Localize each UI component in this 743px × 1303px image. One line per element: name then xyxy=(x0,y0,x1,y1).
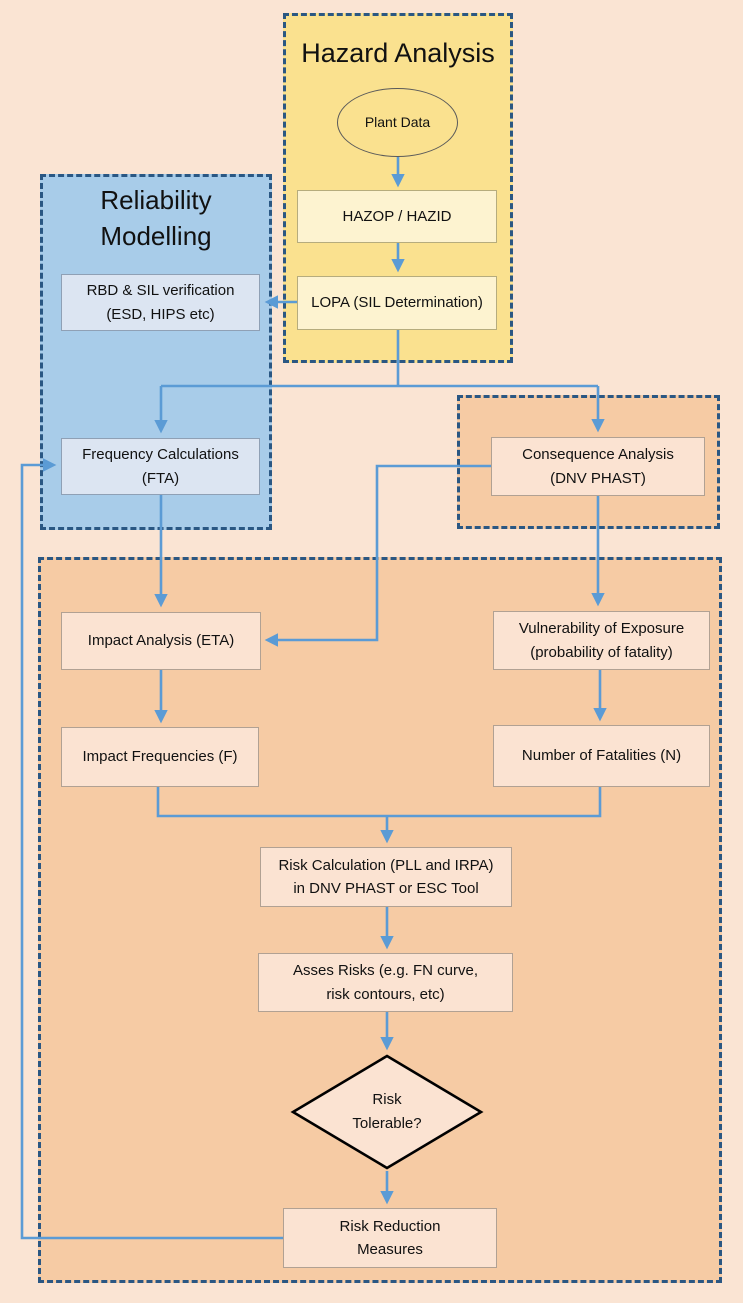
assess-risks-label-line1: Asses Risks (e.g. FN curve, xyxy=(292,962,479,980)
impact-frequencies-label: Impact Frequencies (F) xyxy=(82,748,238,766)
assess-risks-label-line2: risk contours, etc) xyxy=(326,985,445,1003)
node-impact-frequencies: Impact Frequencies (F) xyxy=(61,727,259,787)
vulnerability-label-line2: (probability of fatality) xyxy=(530,643,673,661)
node-risk-calculation: Risk Calculation (PLL and IRPA) in DNV P… xyxy=(260,847,512,907)
consequence-label-line1: Consequence Analysis xyxy=(522,446,674,464)
node-assess-risks: Asses Risks (e.g. FN curve, risk contour… xyxy=(258,953,513,1012)
node-lopa: LOPA (SIL Determination) xyxy=(297,276,497,330)
decision-diamond-shape xyxy=(290,1054,484,1170)
node-number-of-fatalities: Number of Fatalities (N) xyxy=(493,725,710,787)
frequency-label-line2: (FTA) xyxy=(141,469,180,487)
vulnerability-label-line1: Vulnerability of Exposure xyxy=(518,620,685,638)
reliability-title-line2: Modelling xyxy=(100,220,212,251)
node-frequency-calculations: Frequency Calculations (FTA) xyxy=(61,438,260,495)
consequence-label-line2: (DNV PHAST) xyxy=(550,469,646,487)
hazard-analysis-title: Hazard Analysis xyxy=(301,38,495,68)
node-impact-analysis: Impact Analysis (ETA) xyxy=(61,612,261,670)
fatalities-label: Number of Fatalities (N) xyxy=(521,747,682,765)
node-vulnerability-of-exposure: Vulnerability of Exposure (probability o… xyxy=(493,611,710,670)
decision-label: Risk Tolerable? xyxy=(290,1054,484,1170)
node-risk-reduction-measures: Risk Reduction Measures xyxy=(283,1208,497,1268)
node-plant-data: Plant Data xyxy=(337,88,458,157)
node-rbd-sil-verification: RBD & SIL verification (ESD, HIPS etc) xyxy=(61,274,260,331)
reliability-modelling-title: Reliability Modelling xyxy=(43,177,269,255)
reliability-title-line1: Reliability xyxy=(100,185,212,215)
node-risk-tolerable-decision: Risk Tolerable? xyxy=(290,1054,484,1170)
decision-label-line2: Tolerable? xyxy=(352,1115,422,1132)
risk-calculation-label-line1: Risk Calculation (PLL and IRPA) xyxy=(278,856,494,874)
impact-analysis-label: Impact Analysis (ETA) xyxy=(87,632,235,650)
risk-reduction-label-line1: Risk Reduction xyxy=(339,1217,441,1235)
plant-data-label: Plant Data xyxy=(364,113,431,130)
frequency-label-line1: Frequency Calculations xyxy=(82,446,239,464)
risk-calculation-label-line2: in DNV PHAST or ESC Tool xyxy=(293,880,479,897)
rbd-label-line2: (ESD, HIPS etc) xyxy=(106,305,215,323)
hazop-label: HAZOP / HAZID xyxy=(342,207,452,225)
rbd-label-line1: RBD & SIL verification xyxy=(86,282,235,300)
decision-label-line1: Risk xyxy=(372,1091,402,1108)
node-hazop-hazid: HAZOP / HAZID xyxy=(297,190,497,243)
risk-reduction-label-line2: Measures xyxy=(357,1241,423,1258)
lopa-label: LOPA (SIL Determination) xyxy=(311,294,483,312)
node-consequence-analysis: Consequence Analysis (DNV PHAST) xyxy=(491,437,705,496)
